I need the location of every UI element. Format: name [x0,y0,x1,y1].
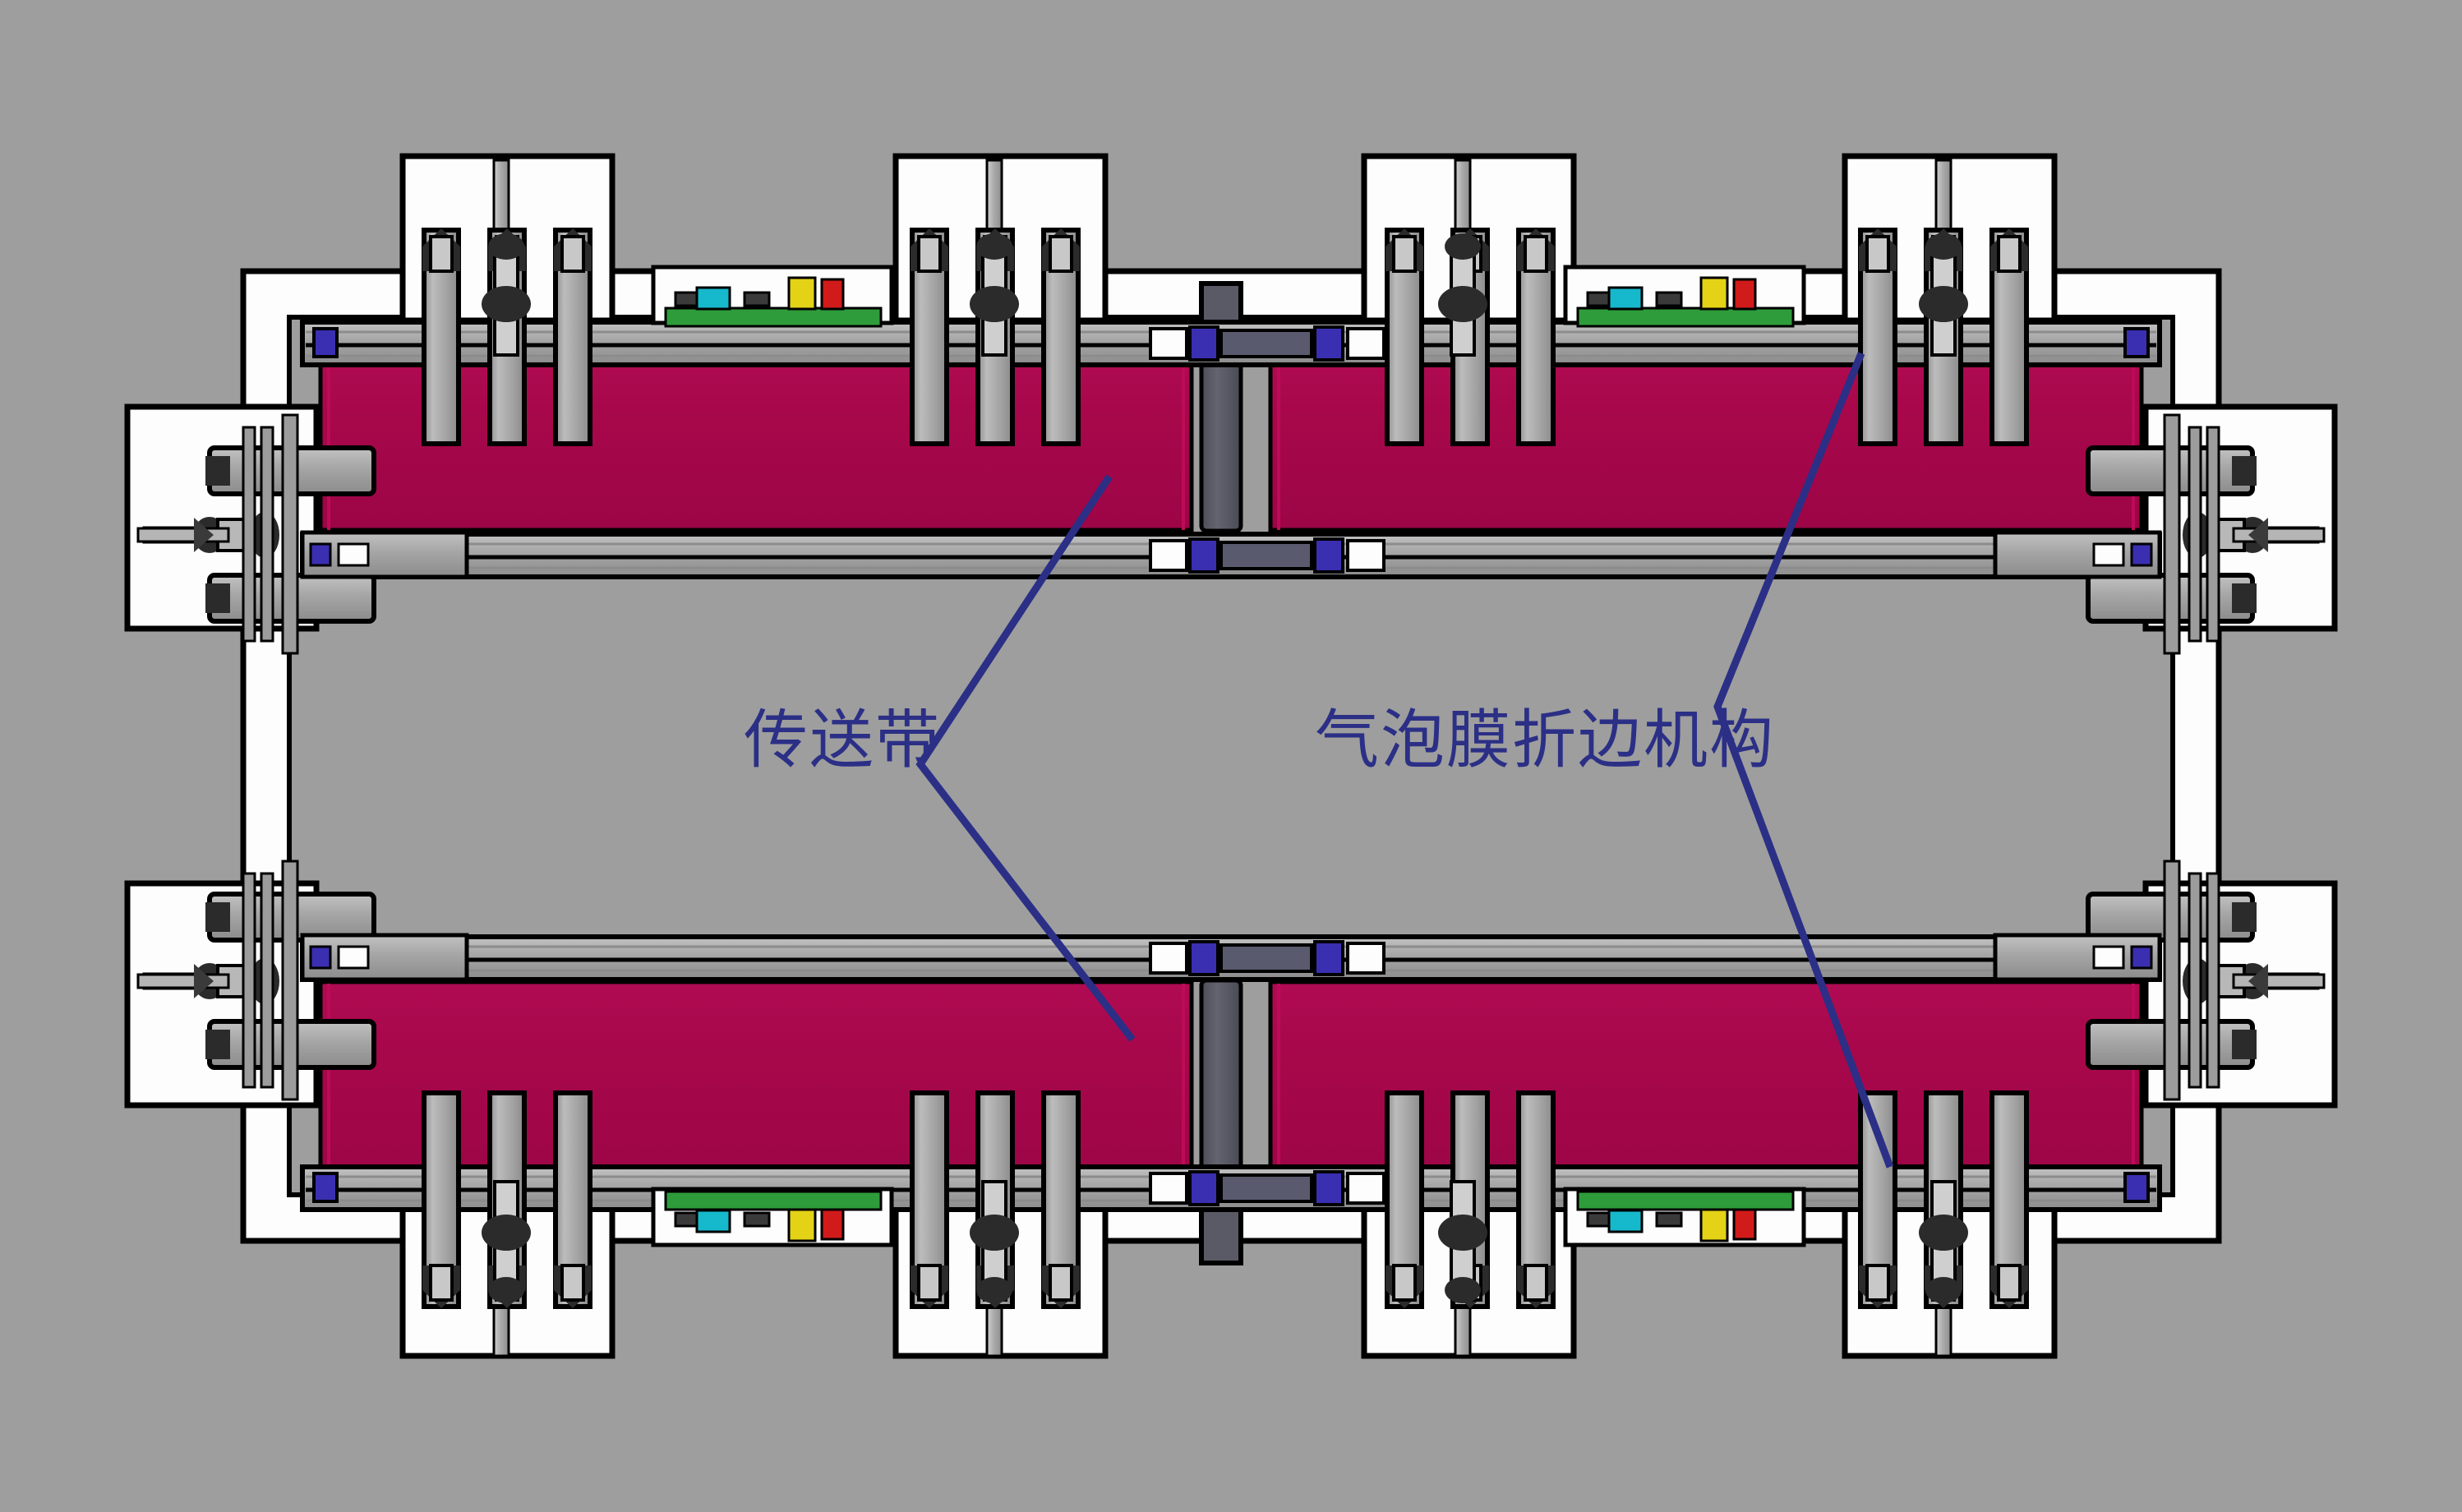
inner-rail-stubs [300,530,2162,982]
bolt-head [422,228,460,273]
coupler-top-outer [1149,325,1385,362]
screw-actuator [1438,1180,1487,1303]
screw-actuator [1919,1180,1968,1303]
leader-line-conveyor [915,474,1136,1042]
side-bracket [142,860,376,1101]
screw-actuator [1438,233,1487,357]
bolt-head [554,228,592,273]
screw-actuator [482,1180,531,1303]
screw-actuator [970,1180,1019,1303]
electronics-strip-bottom-right [1563,1187,1806,1247]
screw-actuators-bottom [482,1180,1968,1303]
coupler-upper-inner [1149,537,1385,574]
screw-actuator [1919,233,1968,357]
screw-actuator [970,233,1019,357]
rail-center-couplers [1149,325,1385,1206]
bolt-head [1385,1264,1423,1308]
coupler-lower-inner [1149,940,1385,976]
rail-stub [300,530,469,579]
leader-line-folder [1713,352,1894,1169]
bolt-head [1859,228,1897,273]
electronics-strip-top-right [1563,265,1806,328]
bolt-head [422,1264,460,1308]
bolt-head [911,1264,948,1308]
screw-actuators-top [482,233,1968,357]
bolt-head [1042,1264,1080,1308]
annotation-leader-lines [915,352,1894,1169]
bolt-head [1517,228,1555,273]
rail-stub [1993,530,2162,579]
electronics-strip-top-left [651,265,894,328]
bolt-head [1859,1264,1897,1308]
electronics-strip-bottom-left [651,1187,894,1247]
rail-stub [300,933,469,982]
bolt-head [1385,228,1423,273]
left-side-brackets [142,413,376,1101]
side-tensioner-rods [136,518,2326,998]
side-bracket [142,413,376,655]
bolt-head [1990,228,2028,273]
rail-stub [1993,933,2162,982]
annotation-label-conveyor: 传送带 [744,703,942,777]
bolt-head [554,1264,592,1308]
bolt-head [911,228,948,273]
bolt-head [1990,1264,2028,1308]
annotation-label-folder: 气泡膜折边机构 [1315,703,1776,777]
coupler-bottom-outer [1149,1170,1385,1206]
bolt-head [1517,1264,1555,1308]
bolt-head [1042,228,1080,273]
screw-actuator [482,233,531,357]
